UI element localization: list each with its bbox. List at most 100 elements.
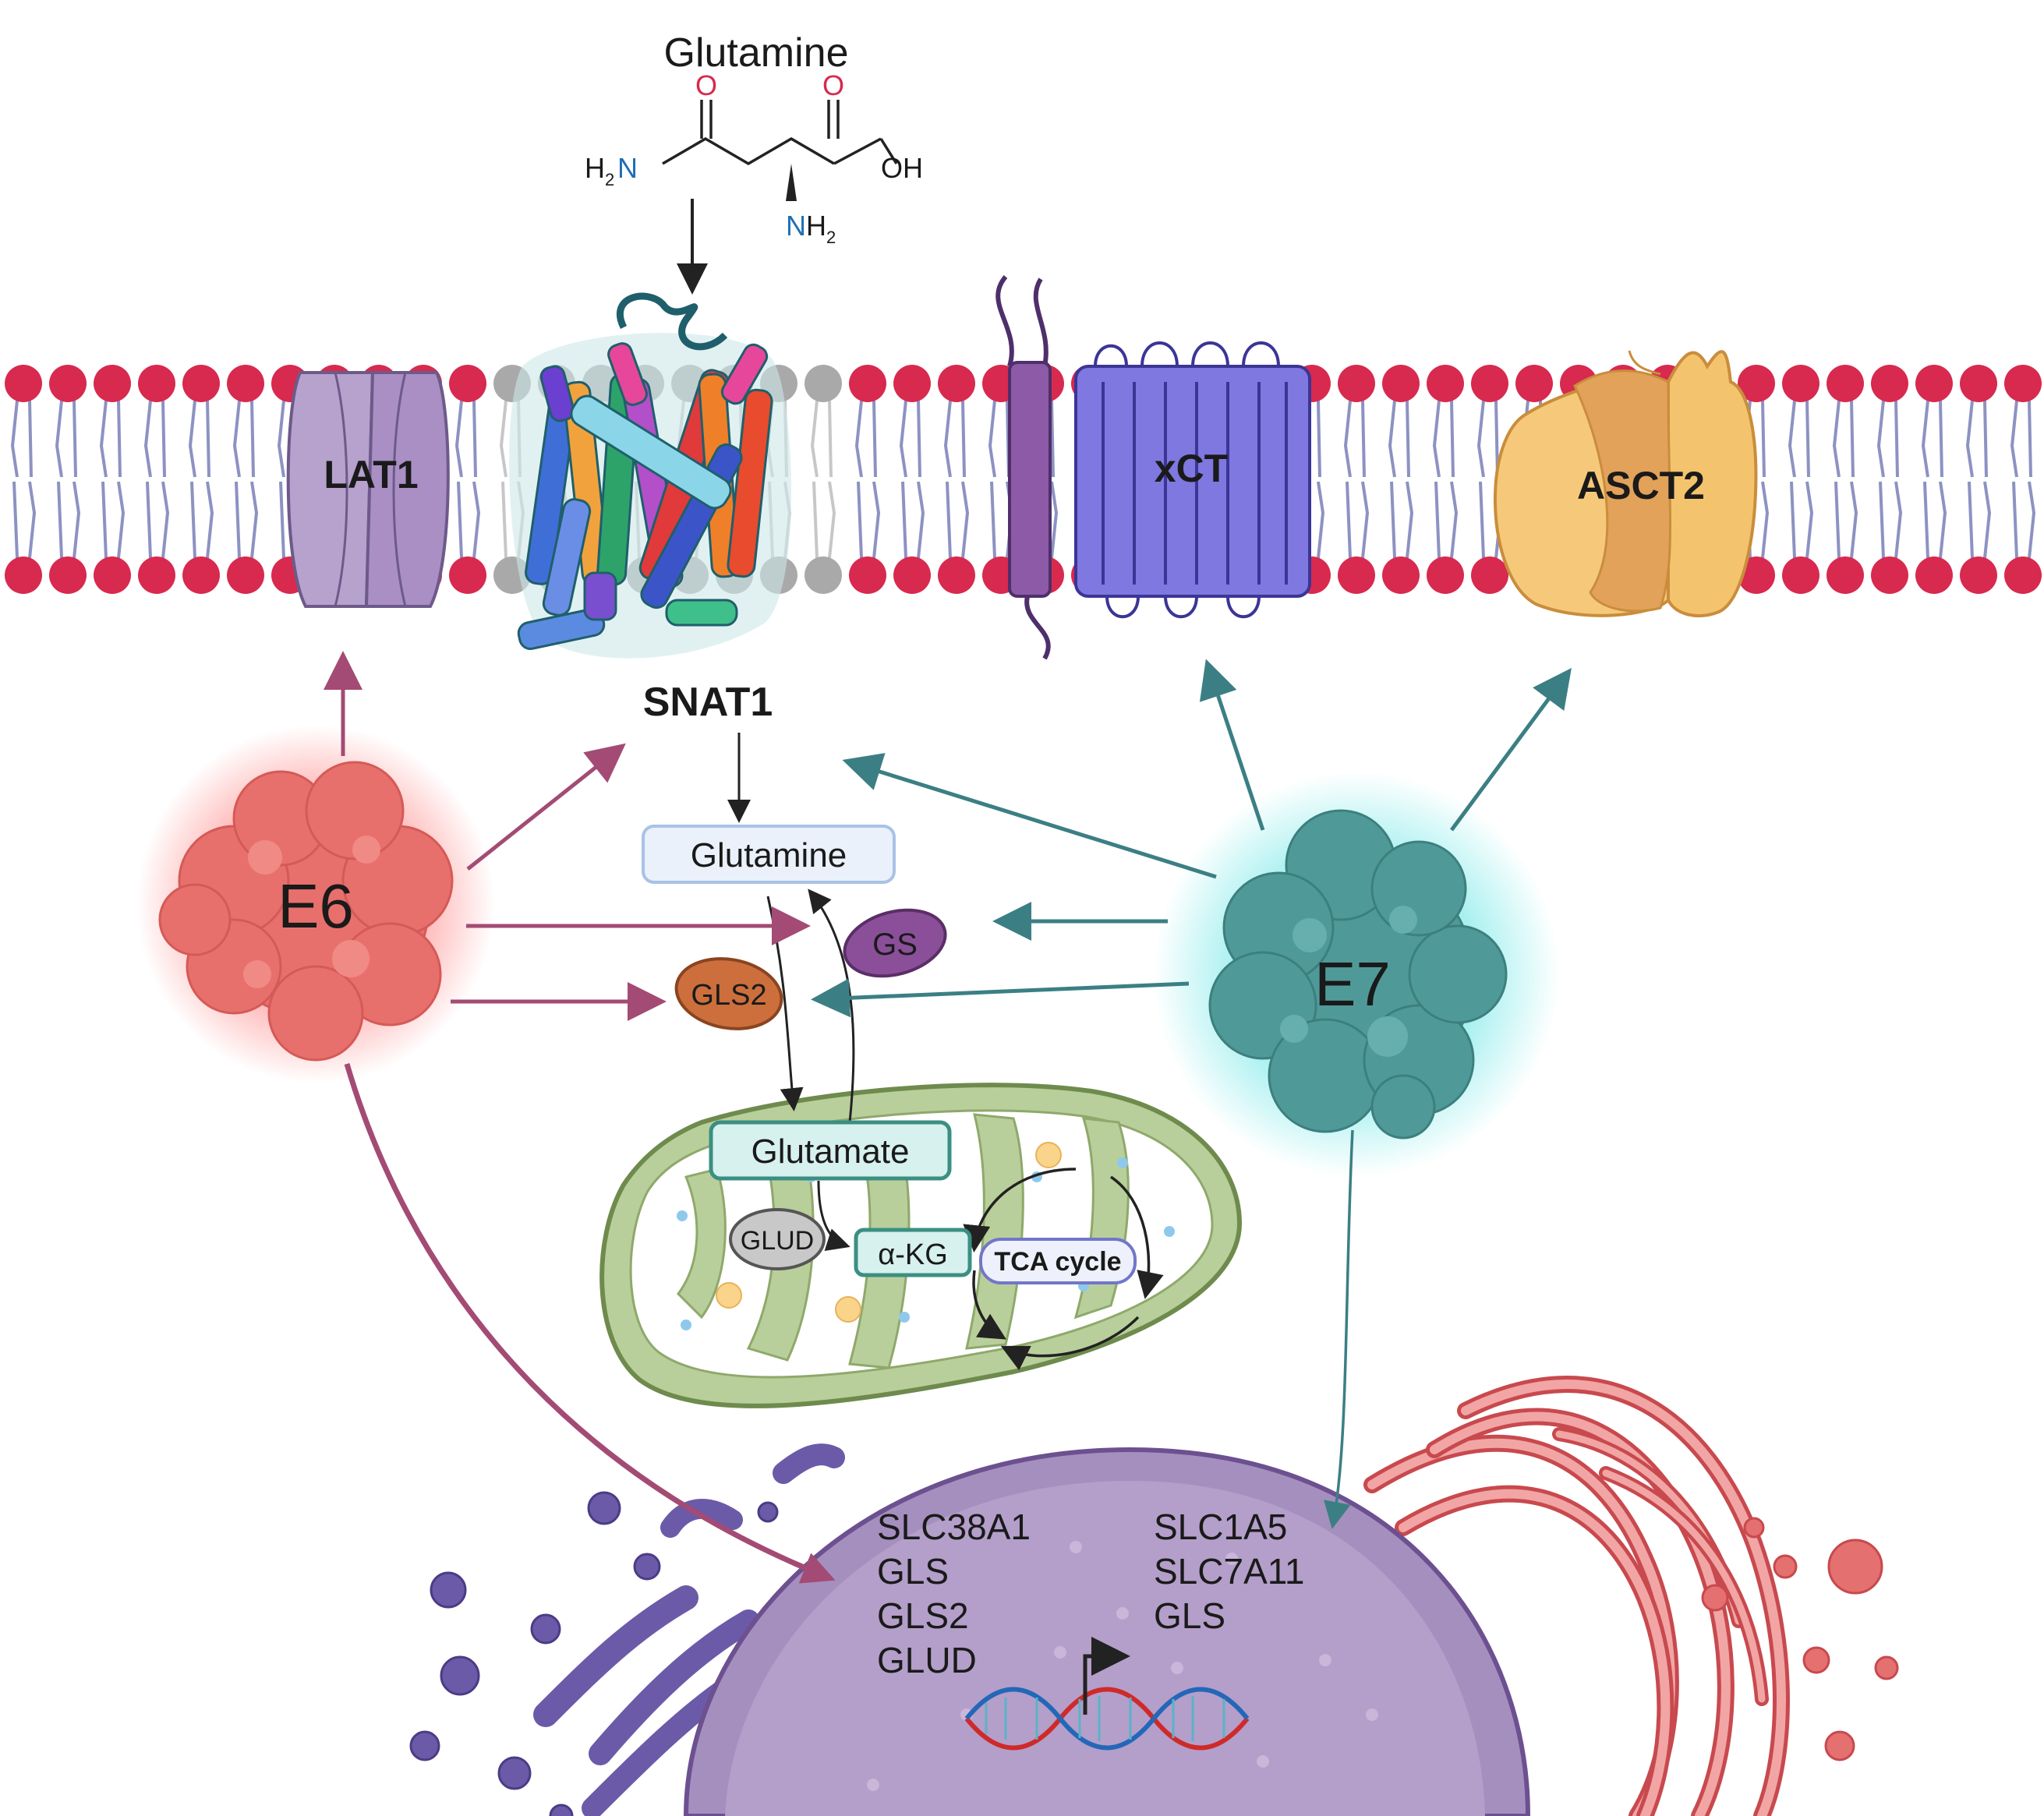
lipid-head	[1738, 365, 1775, 402]
lipid-tail	[1965, 400, 1974, 478]
lat1-label: LAT1	[324, 453, 418, 496]
lipid-head	[1338, 556, 1375, 594]
lipid-tail	[57, 481, 63, 559]
lipid-tail	[2028, 481, 2036, 559]
tca-cycle-node: TCA cycle	[979, 1238, 1137, 1284]
lipid-tail	[1983, 481, 1992, 559]
lipid-head	[893, 556, 931, 594]
lipid-tail	[828, 481, 836, 559]
lipid-tail	[1388, 400, 1396, 478]
lipid-tail	[72, 481, 81, 559]
glutamate-node-label: Glutamate	[751, 1132, 910, 1171]
gene-right-2: SLC7A11	[1154, 1551, 1305, 1592]
lipid-head	[2004, 365, 2042, 402]
lipid-head	[449, 365, 486, 402]
lipid-head	[1827, 365, 1864, 402]
snat1-label: SNAT1	[643, 680, 773, 725]
lipid-tail	[1761, 400, 1766, 478]
lipid-head	[893, 365, 931, 402]
endoplasmic-reticulum	[1363, 1376, 1899, 1816]
lipid-tail	[872, 481, 881, 559]
lipid-tail	[117, 481, 126, 559]
lipid-tail	[250, 400, 255, 478]
lipid-tail	[961, 481, 970, 559]
lipid-head	[227, 556, 264, 594]
golgi-apparatus	[409, 1443, 845, 1816]
lipid-tail	[12, 481, 19, 559]
lipid-head	[227, 365, 264, 402]
lipid-head	[5, 556, 42, 594]
atom-nh2-n: N	[786, 210, 806, 242]
lipid-tail	[1939, 400, 1943, 478]
lipid-head	[2004, 556, 2042, 594]
lipid-head	[849, 365, 886, 402]
lipid-tail	[277, 400, 285, 478]
nucleus: SLC38A1 GLS GLS2 GLUD SLC1A5 SLC7A11 GLS	[683, 1447, 1531, 1816]
lipid-head	[49, 365, 87, 402]
lipid-tail	[499, 400, 507, 478]
lipid-tail	[279, 481, 285, 559]
lat1-transporter: LAT1	[286, 371, 450, 608]
e7-label: E7	[1314, 949, 1391, 1019]
lipid-tail	[810, 400, 819, 478]
lipid-tail	[232, 400, 241, 478]
lipid-head	[94, 365, 131, 402]
lipid-tail	[1805, 481, 1814, 559]
lipid-tail	[1432, 400, 1441, 478]
lipid-head	[1960, 365, 1997, 402]
lipid-tail	[188, 400, 196, 478]
xct-transporter: xCT	[995, 275, 1311, 660]
gls2-label: GLS2	[691, 979, 766, 1012]
lipid-tail	[10, 400, 19, 478]
e7-regulation-arrows	[811, 659, 1572, 1529]
lipid-tail	[1876, 400, 1885, 478]
glutamate-node: Glutamate	[709, 1120, 952, 1181]
lipid-head	[1382, 556, 1420, 594]
lipid-tail	[1805, 400, 1810, 478]
lipid-tail	[501, 481, 507, 559]
lipid-head	[938, 556, 975, 594]
lipid-tail	[457, 481, 463, 559]
lipid-head	[1915, 556, 1953, 594]
gls2-enzyme: GLS2	[674, 957, 783, 1030]
lipid-tail	[1894, 481, 1903, 559]
gene-left-3: GLS2	[877, 1595, 969, 1636]
lipid-tail	[101, 481, 108, 559]
gene-right-3: GLS	[1154, 1595, 1225, 1636]
atom-o1: O	[695, 69, 717, 101]
lipid-tail	[2012, 481, 2018, 559]
lipid-tail	[1983, 400, 1988, 478]
lipid-tail	[899, 400, 907, 478]
lipid-head	[805, 556, 842, 594]
lipid-tail	[117, 400, 122, 478]
lipid-tail	[901, 481, 907, 559]
atom-nh2-h: H	[806, 210, 826, 242]
lipid-tail	[1317, 481, 1325, 559]
lipid-tail	[250, 481, 259, 559]
lipid-tail	[1361, 400, 1366, 478]
lipid-tail	[1343, 400, 1352, 478]
lipid-head	[5, 365, 42, 402]
atom-h2n-h: H	[585, 152, 605, 184]
lipid-head	[1515, 365, 1553, 402]
metabolic-nodes: Glutamine GS GLS2 Glutamate GLUD α-KG TC…	[642, 733, 1137, 1284]
gene-left-2: GLS	[877, 1551, 949, 1592]
lipid-head	[182, 365, 220, 402]
lipid-tail	[1850, 400, 1855, 478]
lipid-tail	[1450, 400, 1455, 478]
lipid-head	[1471, 556, 1508, 594]
atom-nh2-sub: 2	[826, 228, 836, 247]
lipid-tail	[99, 400, 108, 478]
lipid-tail	[1921, 400, 1929, 478]
lipid-tail	[206, 481, 214, 559]
lipid-tail	[1479, 481, 1485, 559]
lipid-tail	[143, 400, 152, 478]
lipid-tail	[1361, 481, 1370, 559]
lipid-head	[138, 365, 175, 402]
lipid-tail	[55, 400, 63, 478]
lipid-tail	[1476, 400, 1485, 478]
lipid-tail	[2028, 400, 2032, 478]
lipid-head	[1960, 556, 1997, 594]
lipid-tail	[28, 481, 37, 559]
